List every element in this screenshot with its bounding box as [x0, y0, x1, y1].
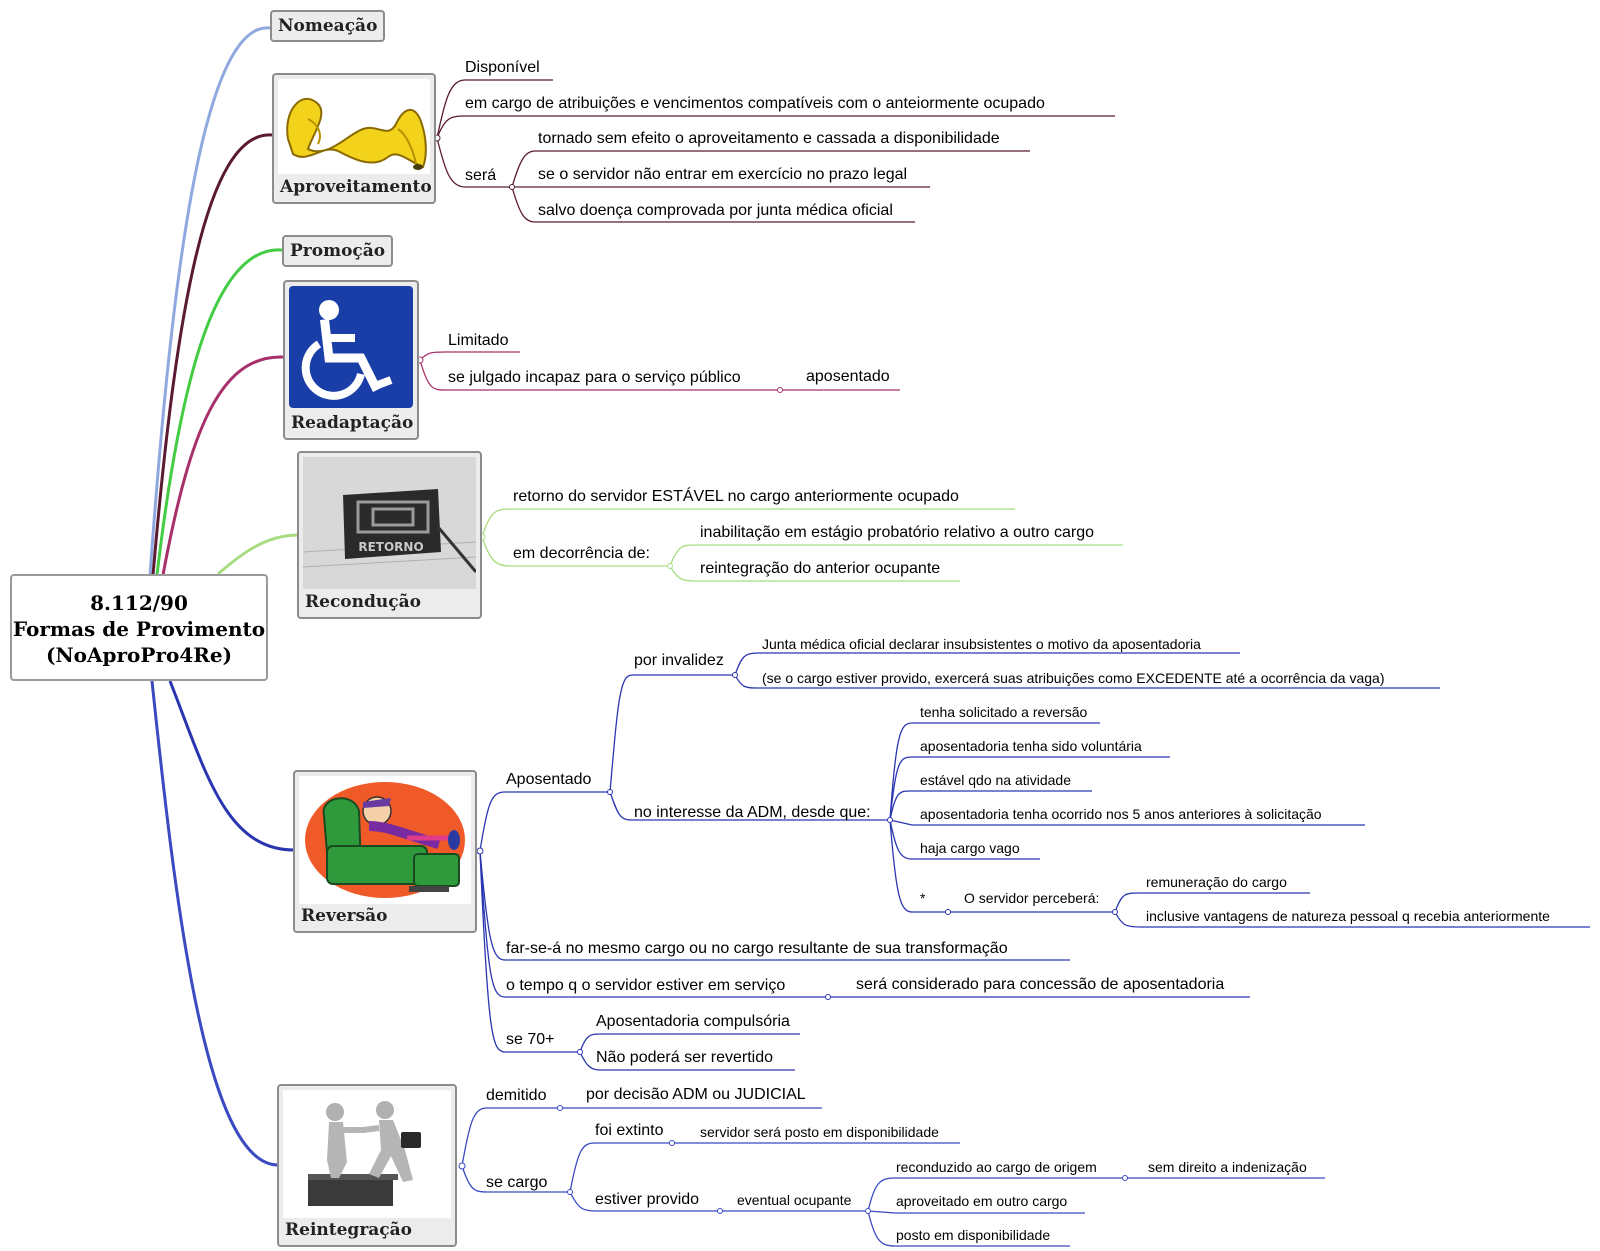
- aprov-sera-2: se o servidor não entrar em exercício no…: [538, 166, 908, 183]
- branch-aproveitamento: [151, 133, 273, 576]
- rev-se70: se 70+: [506, 1031, 555, 1048]
- node-readaptacao-label: Readaptação: [291, 413, 414, 433]
- readapt-limitado: Limitado: [448, 332, 509, 349]
- handshake-figures-icon: [283, 1090, 451, 1218]
- rev-invalidez: por invalidez: [634, 652, 724, 669]
- branch-readaptacao: [161, 355, 284, 576]
- reint-e3: posto em disponibilidade: [896, 1227, 1051, 1243]
- root-title: 8.112/90: [90, 591, 188, 615]
- armchair-man-icon: [299, 776, 471, 904]
- reint-extinto: foi extinto: [595, 1122, 664, 1139]
- aprov-compativel: em cargo de atribuições e vencimentos co…: [465, 95, 1045, 112]
- node-aproveitamento-label: Aproveitamento: [280, 177, 432, 197]
- rev-se70-1: Aposentadoria compulsória: [596, 1013, 790, 1030]
- node-reconducao[interactable]: RETORNO Recondução: [297, 451, 482, 619]
- rev-star: *: [920, 890, 926, 906]
- recond-d2: reintegração do anterior ocupante: [700, 560, 941, 577]
- reint-provido: estiver provido: [595, 1191, 700, 1208]
- node-readaptacao[interactable]: Readaptação: [283, 280, 419, 440]
- aprov-sera: será: [465, 167, 497, 184]
- reint-e1: reconduzido ao cargo de origem: [896, 1159, 1097, 1175]
- rev-perc-1: remuneração do cargo: [1146, 874, 1287, 890]
- node-promocao[interactable]: Promoção: [282, 235, 394, 267]
- rev-cond-5: haja cargo vago: [920, 840, 1020, 856]
- rev-percebera: O servidor perceberá:: [964, 890, 1100, 906]
- rev-cond-1: tenha solicitado a reversão: [920, 704, 1088, 720]
- reint-demitido: demitido: [486, 1087, 547, 1104]
- branch-reversao: [168, 680, 295, 852]
- reint-eventual: eventual ocupante: [737, 1192, 852, 1208]
- node-reconducao-label: Recondução: [305, 592, 421, 612]
- rev-farse: far-se-á no mesmo cargo ou no cargo resu…: [506, 940, 1008, 957]
- node-nomeacao-label: Nomeação: [278, 16, 378, 36]
- rev-cond-3: estável qdo na atividade: [920, 772, 1071, 788]
- branch-reintegracao: [150, 680, 279, 1167]
- root-node[interactable]: 8.112/90 Formas de Provimento (NoAproPro…: [10, 574, 268, 681]
- reint-decisao: por decisão ADM ou JUDICIAL: [586, 1086, 806, 1103]
- retorno-sign-icon: RETORNO: [303, 457, 476, 589]
- rev-cond-4: aposentadoria tenha ocorrido nos 5 anos …: [920, 806, 1322, 822]
- readapt-aposentado: aposentado: [806, 368, 890, 385]
- reint-e1b: sem direito a indenização: [1148, 1159, 1307, 1175]
- rev-considerado: será considerado para concessão de apose…: [856, 976, 1225, 993]
- banana-peel-icon: [278, 79, 430, 174]
- aprov-disponivel: Disponível: [465, 59, 540, 76]
- node-nomeacao[interactable]: Nomeação: [270, 10, 386, 42]
- retorno-sign-text: RETORNO: [358, 540, 423, 554]
- recond-retorno: retorno do servidor ESTÁVEL no cargo ant…: [513, 488, 959, 505]
- node-reintegracao[interactable]: Reintegração: [277, 1084, 457, 1247]
- readapt-incapaz: se julgado incapaz para o serviço públic…: [448, 369, 741, 386]
- reint-e2: aproveitado em outro cargo: [896, 1193, 1068, 1209]
- aprov-sera-3: salvo doença comprovada por junta médica…: [538, 202, 893, 219]
- node-aproveitamento[interactable]: Aproveitamento: [272, 73, 436, 204]
- rev-inv-2: (se o cargo estiver provido, exercerá su…: [762, 670, 1385, 686]
- recond-d1: inabilitação em estágio probatório relat…: [700, 524, 1095, 541]
- branch-promocao: [155, 248, 283, 576]
- recond-decorrencia: em decorrência de:: [513, 545, 650, 562]
- rev-inv-1: Junta médica oficial declarar insubsiste…: [762, 636, 1201, 652]
- rev-se70-2: Não poderá ser revertido: [596, 1049, 773, 1066]
- wheelchair-icon: [289, 286, 413, 408]
- branch-nomeacao: [148, 26, 271, 576]
- branch-reconducao: [217, 533, 299, 576]
- root-mnemonic: (NoAproPro4Re): [45, 643, 233, 667]
- aprov-sera-1: tornado sem efeito o aproveitamento e ca…: [538, 130, 1000, 147]
- node-reintegracao-label: Reintegração: [285, 1220, 412, 1240]
- rev-interesse: no interesse da ADM, desde que:: [634, 804, 871, 821]
- rev-perc-2: inclusive vantagens de natureza pessoal …: [1146, 908, 1550, 924]
- rev-cond-2: aposentadoria tenha sido voluntária: [920, 738, 1142, 754]
- rev-aposentado: Aposentado: [506, 771, 592, 788]
- reint-disponibilidade: servidor será posto em disponibilidade: [700, 1124, 939, 1140]
- rev-tempo: o tempo q o servidor estiver em serviço: [506, 977, 786, 994]
- node-reversao[interactable]: Reversão: [293, 770, 477, 933]
- node-promocao-label: Promoção: [290, 241, 386, 261]
- reint-secargo: se cargo: [486, 1174, 548, 1191]
- root-subtitle: Formas de Provimento: [12, 617, 266, 641]
- node-reversao-label: Reversão: [301, 906, 388, 926]
